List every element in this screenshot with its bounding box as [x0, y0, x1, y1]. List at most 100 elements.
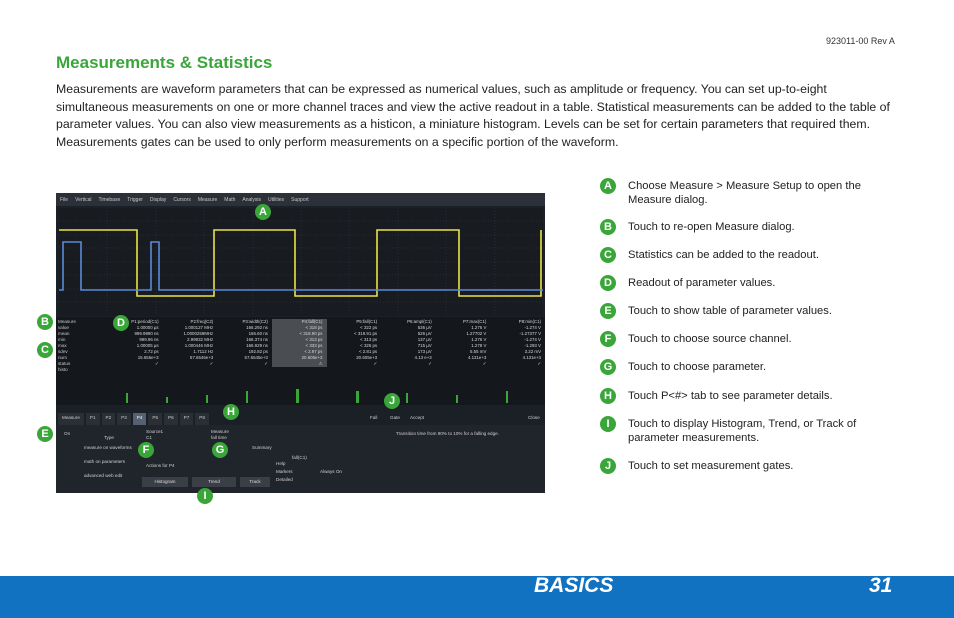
row-label: mean	[58, 331, 70, 336]
measure-field[interactable]: fall time	[211, 435, 227, 440]
always-on-toggle[interactable]: Always On	[320, 469, 342, 474]
parameter-value: 20.605e+3	[301, 355, 323, 360]
legend-marker: B	[600, 219, 616, 235]
measure-label: Measure	[211, 429, 229, 434]
parameter-value: 1.00000 µs	[136, 325, 159, 330]
tab-p3[interactable]: P3	[117, 413, 131, 425]
parameter-value: -1.274 V	[524, 325, 541, 330]
parameter-value: 137 µV	[417, 337, 432, 342]
marker-e: E	[37, 426, 53, 442]
parameter-value: 1.278 V	[471, 343, 487, 348]
menu-display[interactable]: Display	[149, 196, 167, 203]
source-field[interactable]: C1	[146, 435, 152, 440]
legend-text: Touch to set measurement gates.	[628, 460, 794, 472]
parameter-value: -1.274 V	[524, 337, 541, 342]
parameter-column[interactable]: P5:fall(C1)< 322 ps< 319.91 ps< 313 ps< …	[327, 319, 382, 367]
marker-a: A	[255, 204, 271, 220]
tab-p6[interactable]: P6	[164, 413, 178, 425]
parameter-value: 999.96 ns	[139, 337, 159, 342]
tab-fall[interactable]: Fall	[370, 415, 378, 420]
close-button[interactable]: Close	[528, 415, 540, 420]
histogram-button[interactable]: Histogram	[142, 477, 188, 487]
menu-analysis[interactable]: Analysis	[242, 196, 262, 203]
row-label: sdev	[58, 349, 68, 354]
parameter-value: 166.60 ns	[248, 331, 268, 336]
menu-trigger[interactable]: Trigger	[127, 196, 143, 203]
row-label: min	[58, 337, 66, 342]
parameter-value: 5.55 mV	[470, 349, 487, 354]
marker-f: F	[138, 442, 154, 458]
on-checkbox[interactable]: On	[64, 431, 71, 436]
legend-marker: H	[600, 388, 616, 404]
measure-dialog: On Type measure on waveforms math on par…	[56, 415, 545, 493]
marker-b: B	[37, 314, 53, 330]
type-option-web[interactable]: advanced web edit	[84, 473, 123, 478]
parameter-value: ✓	[537, 361, 541, 366]
menu-vertical[interactable]: Vertical	[75, 196, 92, 203]
marker-j: J	[384, 393, 400, 409]
readout-row-labels: Measure value mean min max sdev num stat…	[58, 319, 76, 373]
menu-file[interactable]: File	[60, 196, 69, 203]
page-number: 31	[869, 574, 893, 597]
tab-p2[interactable]: P2	[101, 413, 116, 425]
parameter-value: < 319.91 ps	[354, 331, 378, 336]
parameter-value: 4.13 e+3	[414, 355, 432, 360]
parameter-value: ✓	[428, 361, 432, 366]
tab-accept[interactable]: Accept	[410, 415, 425, 420]
legend-text: Choose Measure > Measure Setup to open t…	[628, 180, 861, 206]
tab-p4[interactable]: P4	[132, 413, 147, 425]
parameter-column[interactable]: P4:fall(C1)< 318 ps< 318.90 ps< 313 ps< …	[271, 319, 327, 367]
marker-d: D	[113, 315, 129, 331]
parameter-value: < 2.97 ps	[304, 349, 323, 354]
menu-timebase[interactable]: Timebase	[98, 196, 121, 203]
type-option-measure[interactable]: measure on waveforms	[84, 445, 132, 450]
parameter-header: P6:ampl(C1)	[407, 319, 432, 324]
parameter-value: 2.72 ps	[144, 349, 159, 354]
tab-gate[interactable]: Gate	[390, 415, 400, 420]
tab-measure[interactable]: Measure	[58, 413, 84, 425]
parameter-readout-table[interactable]: Measure value mean min max sdev num stat…	[56, 317, 545, 379]
legend-text: Touch to choose parameter.	[628, 361, 767, 373]
parameter-value: 3.22 mV	[524, 349, 541, 354]
tab-p8[interactable]: P8	[195, 413, 209, 425]
parameter-value: 1.0000259MHz	[183, 331, 214, 336]
summary-label: Summary	[252, 445, 272, 450]
menu-math[interactable]: Math	[224, 196, 236, 203]
help-detailed[interactable]: Detailed	[276, 477, 293, 482]
parameter-value: 4.131e+3	[467, 355, 487, 360]
parameter-value: 1.7112 Hz	[193, 349, 214, 354]
marker-g: G	[212, 442, 228, 458]
type-option-math[interactable]: math on parameters	[84, 459, 126, 464]
help-markers[interactable]: Markers	[276, 469, 293, 474]
menu-utilities[interactable]: Utilities	[268, 196, 285, 203]
parameter-value: < 2.81 ps	[358, 349, 378, 354]
row-label: value	[58, 325, 69, 330]
tab-p1[interactable]: P1	[85, 413, 100, 425]
menu-support[interactable]: Support	[291, 196, 309, 203]
menu-measure[interactable]: Measure	[197, 196, 218, 203]
menu-cursors[interactable]: Cursors	[173, 196, 191, 203]
parameter-value: -1.293 V	[524, 343, 541, 348]
parameter-value: 999.9990 ns	[134, 331, 159, 336]
tab-p7[interactable]: P7	[179, 413, 194, 425]
parameter-column[interactable]: P8:min(C1)-1.274 V-1.27377 V-1.274 V-1.2…	[490, 319, 545, 367]
parameter-value: 536 µV	[417, 325, 432, 330]
tab-p5[interactable]: P5	[148, 413, 162, 425]
parameter-value: ✓	[209, 361, 214, 366]
trend-button[interactable]: Trend	[192, 477, 236, 487]
parameter-value: ⚠	[318, 361, 323, 366]
parameter-header: P1:period(C1)	[131, 319, 159, 324]
measure-tabs: Measure P1 P2 P3 P4 P5 P6 P7 P8	[56, 413, 545, 425]
track-button[interactable]: Track	[240, 477, 270, 487]
legend-text: Readout of parameter values.	[628, 277, 776, 289]
legend-text: Statistics can be added to the readout.	[628, 249, 819, 261]
help-label: Help	[276, 461, 286, 466]
parameter-value: 192.82 ps	[248, 349, 268, 354]
parameter-value: 4.131e+3	[522, 355, 541, 360]
parameter-header: P2:freq(C2)	[190, 319, 214, 324]
